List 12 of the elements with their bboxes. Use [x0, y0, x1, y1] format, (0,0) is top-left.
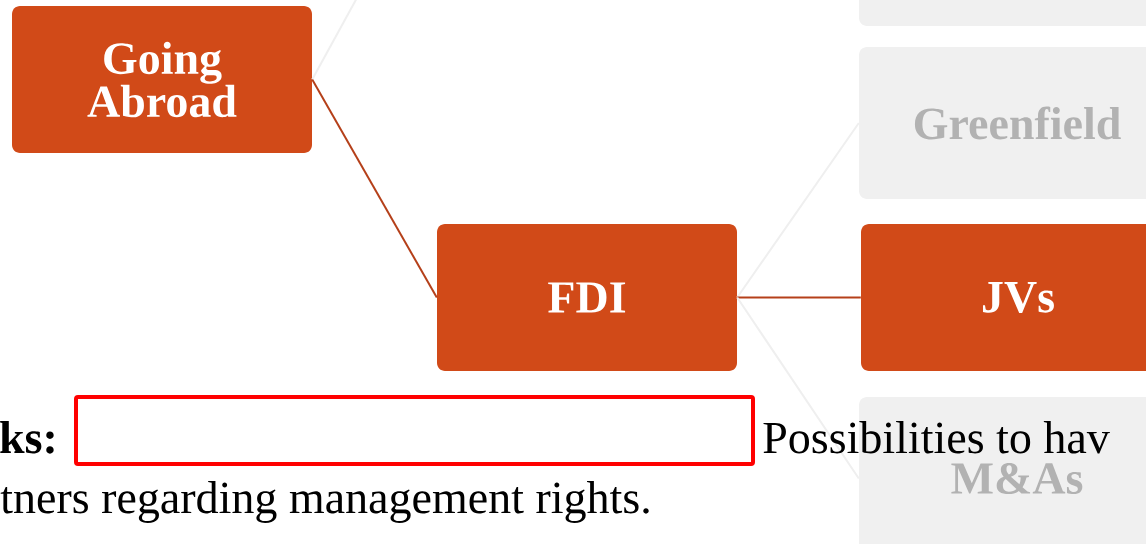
- body-text: Possibilities to hav: [763, 421, 1110, 454]
- process-box: Greenfield: [859, 47, 1146, 199]
- connector-line: [736, 122, 860, 299]
- connector-line: [736, 296, 862, 299]
- connector-line: [736, 296, 860, 480]
- process-box: Going Abroad: [12, 6, 312, 153]
- connector-line: [311, 78, 438, 299]
- bold-text: ks:: [0, 421, 54, 454]
- process-box: FDI: [437, 224, 737, 371]
- process-box: JVs: [861, 224, 1146, 371]
- body-text: tners regarding management rights.: [0, 481, 649, 523]
- connector-line: [311, 0, 359, 81]
